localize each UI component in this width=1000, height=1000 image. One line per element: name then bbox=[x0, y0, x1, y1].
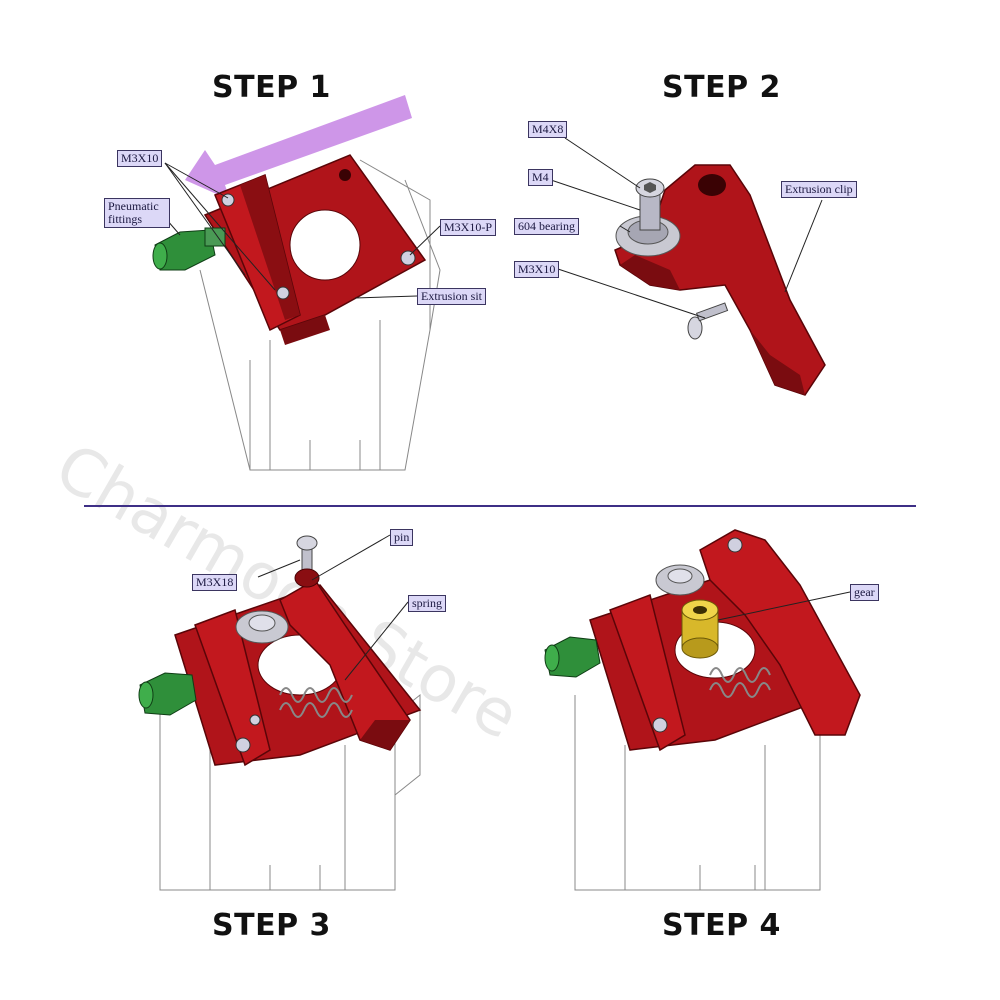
pneumatic-fitting bbox=[152, 227, 226, 271]
section-divider bbox=[84, 505, 916, 507]
step-4-title: STEP 4 bbox=[662, 908, 781, 943]
callout-gear: gear bbox=[850, 584, 879, 601]
m3x10-screw bbox=[687, 302, 729, 340]
step-2-diagram bbox=[544, 137, 826, 396]
step-1-title: STEP 1 bbox=[212, 70, 331, 105]
step-1-diagram bbox=[152, 95, 441, 471]
callout-604-bearing: 604 bearing bbox=[514, 218, 579, 235]
callout-pneumatic-fittings: Pneumatic fittings bbox=[104, 198, 170, 228]
callout-spring: spring bbox=[408, 595, 446, 612]
callout-extrusion-sit: Extrusion sit bbox=[417, 288, 487, 305]
spring bbox=[279, 687, 353, 718]
callout-m3x10-step1: M3X10 bbox=[117, 150, 163, 167]
callout-pin: pin bbox=[390, 529, 414, 546]
step-2-title: STEP 2 bbox=[662, 70, 781, 105]
bearing-assembly bbox=[615, 178, 681, 257]
callout-m4: M4 bbox=[528, 169, 553, 186]
callout-m3x10-p: M3X10-P bbox=[440, 219, 497, 236]
callout-m4x8: M4X8 bbox=[528, 121, 568, 138]
step1-extruder-frame bbox=[203, 154, 427, 345]
step-3-title: STEP 3 bbox=[212, 908, 331, 943]
gear bbox=[681, 599, 719, 659]
step4-extruder-frame bbox=[589, 529, 861, 752]
pin-screw bbox=[294, 535, 320, 588]
insert-arrow bbox=[185, 95, 412, 200]
callout-m3x18: M3X18 bbox=[192, 574, 238, 591]
callout-extrusion-clip: Extrusion clip bbox=[781, 181, 857, 198]
pneumatic-fitting-3 bbox=[138, 672, 197, 716]
spring-4 bbox=[709, 667, 771, 698]
pneumatic-fitting-4 bbox=[544, 636, 601, 678]
step3-extruder-frame bbox=[174, 579, 422, 767]
callout-m3x10-step2: M3X10 bbox=[514, 261, 560, 278]
step-3-diagram bbox=[138, 534, 422, 891]
step-4-diagram bbox=[544, 529, 861, 891]
